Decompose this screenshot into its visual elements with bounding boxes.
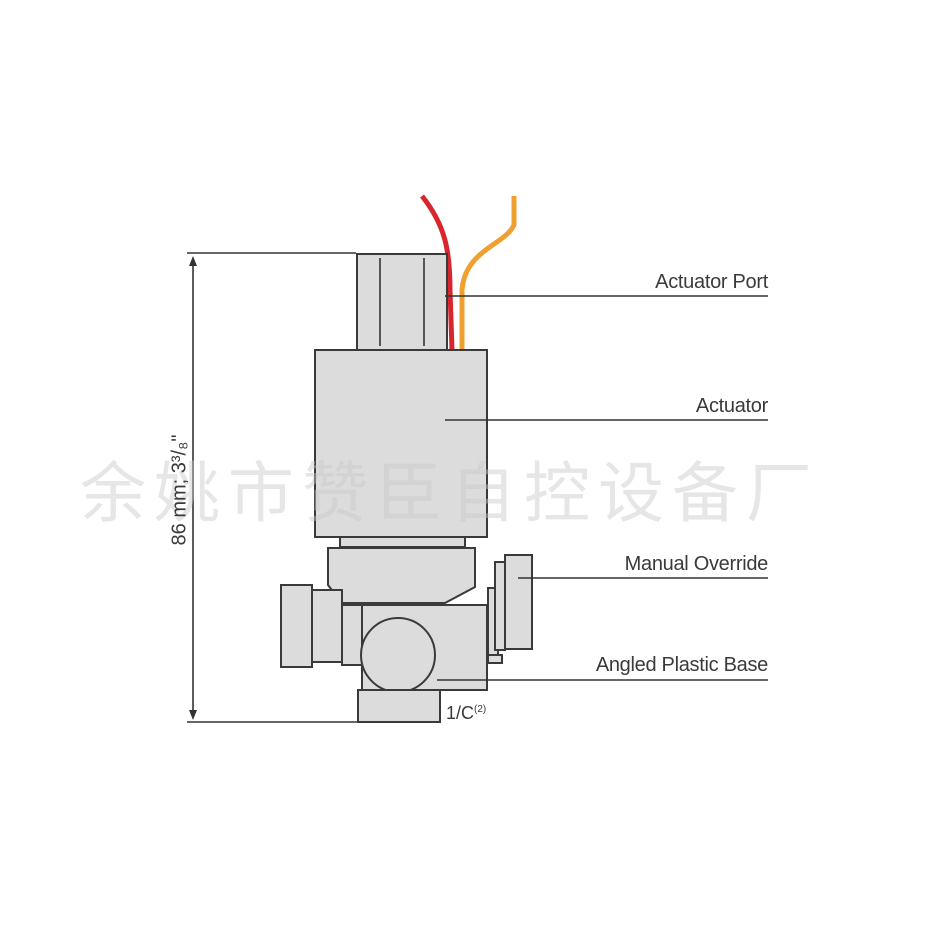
- label-angled-plastic-base: Angled Plastic Base: [595, 654, 768, 676]
- bonnet: [327, 547, 476, 604]
- port-note-superscript: (2): [474, 704, 487, 715]
- left-port-body: [311, 589, 343, 663]
- dimension-label: 86 mm; 3³/₈": [168, 434, 191, 546]
- arrow-head-bottom: [189, 710, 197, 720]
- arrow-head-top: [189, 256, 197, 266]
- base-bottom: [357, 689, 441, 723]
- manual-override-knob[interactable]: [504, 554, 533, 650]
- orange-wire: [459, 196, 517, 350]
- label-actuator-port: Actuator Port: [655, 271, 768, 293]
- label-manual-override: Manual Override: [624, 553, 769, 575]
- left-port-cap: [280, 584, 313, 668]
- port-note: 1/C(2): [446, 703, 486, 724]
- base-port-circle: [360, 617, 436, 693]
- port-note-text: 1/C: [446, 703, 475, 723]
- red-wire: [420, 194, 455, 351]
- override-collar: [494, 561, 506, 651]
- watermark: 余姚市赞臣自控设备厂: [80, 455, 820, 532]
- neck: [339, 536, 466, 548]
- actuator-port-nut: [356, 253, 448, 351]
- override-foot: [487, 654, 503, 664]
- label-actuator: Actuator: [695, 395, 768, 417]
